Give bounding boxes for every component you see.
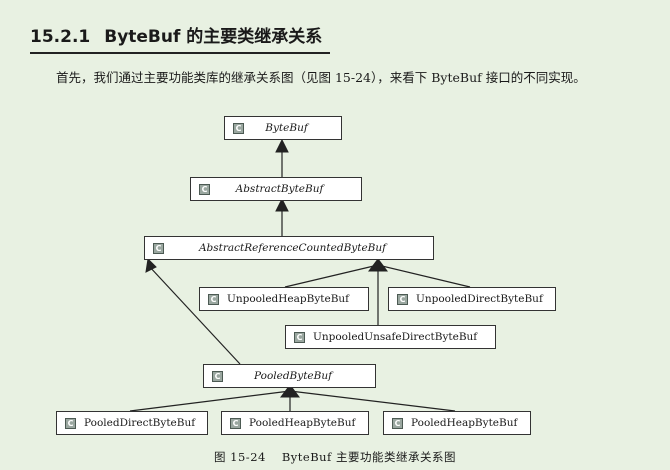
arrowhead-bytebuf — [275, 138, 289, 153]
class-icon: C — [153, 242, 164, 254]
class-unpooledunsafedirectbytebuf: C UnpooledUnsafeDirectByteBuf — [285, 325, 496, 349]
class-abstractreferencecountedbytebuf: C AbstractReferenceCountedByteBuf — [144, 236, 434, 260]
section-title: ByteBuf 的主要类继承关系 — [104, 27, 323, 47]
class-label: PooledHeapByteBuf — [249, 417, 356, 429]
class-icon: C — [294, 331, 305, 343]
class-icon: C — [233, 122, 244, 134]
class-unpooledheapbytebuf: C UnpooledHeapByteBuf — [199, 287, 369, 311]
intro-paragraph: 首先，我们通过主要功能类库的继承关系图（见图 15-24），来看下 ByteBu… — [56, 70, 586, 85]
class-label: PooledByteBuf — [253, 370, 333, 382]
edge-unpooleddirect-abstractrefcounted — [377, 264, 471, 288]
edge-pooleddirect-pooledbytebuf — [129, 390, 291, 412]
class-icon: C — [65, 417, 76, 429]
edge-pooledheap2-pooledbytebuf — [289, 390, 456, 412]
class-icon: C — [397, 293, 408, 305]
class-label: UnpooledUnsafeDirectByteBuf — [313, 331, 478, 343]
section-heading: 15.2.1 ByteBuf 的主要类继承关系 — [30, 22, 330, 54]
class-label: UnpooledHeapByteBuf — [227, 293, 350, 305]
class-bytebuf: C ByteBuf — [224, 116, 342, 140]
class-pooleddirectbytebuf: C PooledDirectByteBuf — [56, 411, 208, 435]
class-icon: C — [212, 370, 223, 382]
figure-number: 图 15-24 — [214, 450, 266, 464]
arrowhead-pooledbytebuf — [280, 384, 300, 398]
class-icon: C — [208, 293, 219, 305]
class-icon: C — [392, 417, 403, 429]
figure-caption: 图 15-24 ByteBuf 主要功能类继承关系图 — [0, 449, 670, 465]
arrowhead-abstractrefcounted-left — [145, 257, 157, 273]
arrowhead-abstractrefcounted-right — [368, 258, 388, 272]
class-label: UnpooledDirectByteBuf — [416, 293, 543, 305]
class-pooledheapbytebuf-1: C PooledHeapByteBuf — [221, 411, 369, 435]
class-unpooleddirectbytebuf: C UnpooledDirectByteBuf — [388, 287, 556, 311]
class-pooledbytebuf: C PooledByteBuf — [203, 364, 376, 388]
class-icon: C — [230, 417, 241, 429]
figure-caption-text: ByteBuf 主要功能类继承关系图 — [281, 450, 456, 464]
class-label: AbstractReferenceCountedByteBuf — [198, 242, 387, 254]
class-label: PooledDirectByteBuf — [84, 417, 196, 429]
class-pooledheapbytebuf-2: C PooledHeapByteBuf — [383, 411, 531, 435]
class-abstractbytebuf: C AbstractByteBuf — [190, 177, 362, 201]
class-label: AbstractByteBuf — [235, 183, 324, 195]
edge-pooledbytebuf-abstractrefcounted — [147, 264, 241, 365]
class-label: ByteBuf — [265, 122, 308, 134]
class-icon: C — [199, 183, 210, 195]
class-label: PooledHeapByteBuf — [411, 417, 518, 429]
section-number: 15.2.1 — [30, 27, 91, 47]
edge-unpooledheap-abstractrefcounted — [284, 264, 379, 288]
arrowhead-abstractbytebuf — [275, 197, 289, 212]
